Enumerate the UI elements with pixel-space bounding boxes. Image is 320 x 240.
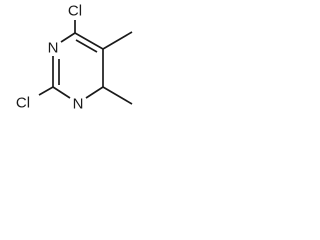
atom-labels: Cl N N Cl	[16, 3, 84, 113]
bond-c2-cl	[38, 86, 54, 96]
molecule-structure: Cl N N Cl	[16, 3, 133, 113]
bond-c5-c4	[74, 32, 104, 50]
bond-n1-c6	[85, 86, 104, 99]
bond-c2-n1	[52, 86, 71, 99]
atom-n-lower: N	[73, 96, 84, 113]
bond-c5-methyl	[102, 31, 133, 50]
bond-layer	[38, 20, 133, 105]
bond-c4-n3	[60, 32, 76, 43]
bond-c5-c4-inner	[75, 39, 98, 53]
atom-cl-top: Cl	[68, 3, 82, 20]
bond-c6-methyl	[102, 86, 133, 105]
atom-cl-bottom: Cl	[16, 95, 30, 112]
atom-n-upper: N	[48, 40, 59, 57]
